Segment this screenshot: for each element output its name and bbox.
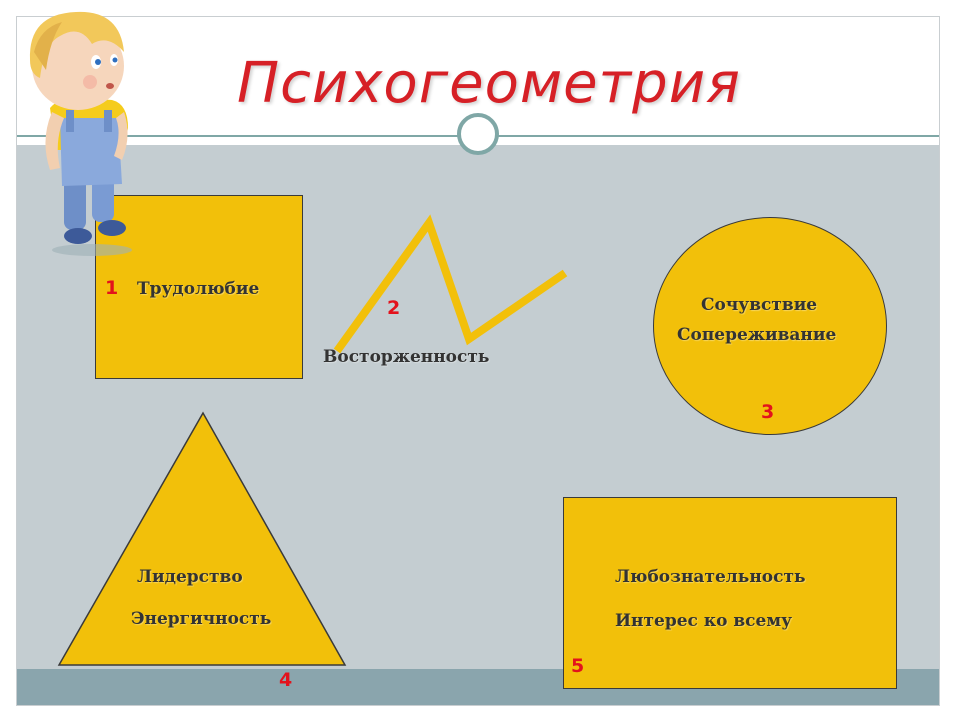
circle-shape xyxy=(653,217,887,435)
slide-title: Психогеометрия xyxy=(237,51,741,116)
triangle-label-2: Энергичность xyxy=(131,609,272,629)
triangle-shape xyxy=(57,411,347,666)
rectangle-label-1: Любознательность xyxy=(615,567,806,587)
square-number: 1 xyxy=(105,277,119,299)
square-label: Трудолюбие xyxy=(137,279,260,299)
triangle-label-1: Лидерство xyxy=(137,567,243,587)
zigzag-label: Восторженность xyxy=(323,347,490,367)
circle-label-1: Сочувствие xyxy=(701,295,818,315)
ring-ornament-icon xyxy=(457,113,499,155)
circle-number: 3 xyxy=(761,401,775,423)
child-illustration-icon xyxy=(29,11,132,256)
rectangle-label-2: Интерес ко всему xyxy=(615,611,792,631)
square-shape xyxy=(95,195,303,379)
zigzag-shape xyxy=(333,214,568,354)
triangle-number: 4 xyxy=(279,669,293,691)
circle-label-2: Сопереживание xyxy=(677,325,837,345)
zigzag-number: 2 xyxy=(387,297,401,319)
rectangle-number: 5 xyxy=(571,655,585,677)
slide: Психогеометрия 1 Трудолюбие 2 Восторженн… xyxy=(16,16,940,706)
rectangle-shape xyxy=(563,497,897,689)
